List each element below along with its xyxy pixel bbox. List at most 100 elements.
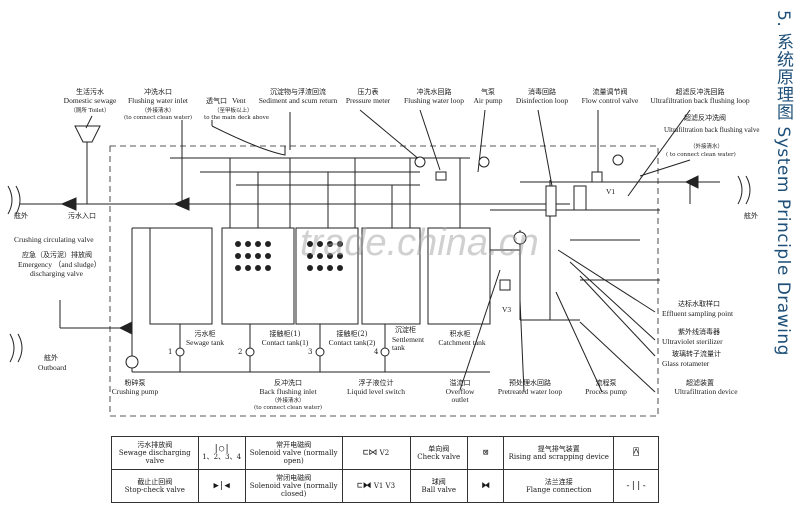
uv-sterilizer-en: Ultraviolet sterilizer	[662, 337, 723, 346]
uf-backflush-loop-zh: 超滤反冲洗回路	[675, 88, 725, 96]
pretreated-loop-en: Pretreated water loop	[497, 387, 563, 396]
v1-valve-symbol	[591, 171, 603, 183]
watermark: trade.china.cn	[300, 222, 539, 264]
liquid-level-switch-zh: 浮子液位计	[358, 379, 394, 387]
legend-cell: 常开电磁阀 Solenoid valve (normally open)	[244, 436, 343, 470]
crushing-circulating-valve: Crushing circulating valve	[14, 235, 94, 244]
outboard-top: 舷外	[14, 212, 28, 220]
uv-sterilizer-symbol	[545, 185, 557, 217]
legend-symbol-cell: ⊏⧓ V1 V3	[341, 469, 411, 503]
legend-name-zh: 单向阀	[428, 445, 450, 453]
overflow-outlet-zh: 溢流口	[449, 379, 471, 387]
valve-number-2: 2	[238, 348, 243, 356]
disinfection-loop-en: Disinfection loop	[515, 96, 569, 105]
settlement-tank-en: Settlement tank	[392, 335, 425, 352]
uf-gauge-symbol	[612, 154, 624, 166]
catchment-tank-en: Catchment tank	[438, 338, 486, 347]
legend-cell: 球阀 Ball valve	[409, 469, 468, 503]
sewage-tank-en: Sewage tank	[185, 338, 225, 347]
legend-cell: 污水排放阀 Sewage discharging valve	[111, 436, 199, 470]
vent-note-zh: （至甲板以上）	[214, 108, 253, 114]
uf-device-zh: 超滤装置	[686, 379, 714, 387]
glass-rotameter-en: Glass rotameter	[662, 359, 710, 368]
flushing-inlet-en: Flushing water inlet	[128, 96, 188, 105]
vent-note-en: to the main deck above	[204, 115, 269, 121]
sewage-inlet: 污水入口	[68, 212, 96, 220]
back-flushing-inlet-zh: 反冲洗口	[274, 379, 302, 387]
back-flushing-inlet-en: Back flushing inlet	[259, 387, 317, 396]
legend-name-en: Sewage discharging valve	[118, 449, 191, 465]
valve-number-4: 4	[374, 348, 379, 356]
outboard-right: 舷外	[744, 212, 758, 220]
pressure-meter-zh: 压力表	[357, 88, 379, 96]
solenoid-open-icon: ⊏⋈	[363, 448, 378, 458]
legend-name-en: Check valve	[417, 453, 461, 461]
process-pump-symbol	[513, 231, 527, 245]
solenoid-closed-icon: ⊏⧓	[357, 481, 372, 491]
legend-name-en: Rising and scrapping device	[508, 453, 609, 461]
legend-cell: 截止止回阀 Stop-check valve	[111, 469, 199, 503]
rising-device-icon: ⍓	[633, 448, 639, 458]
process-pump-en: Process pump	[585, 387, 627, 396]
unit-boundary	[109, 145, 659, 417]
sewage-tank-zh: 污水柜	[194, 330, 216, 338]
settlement-tank	[361, 227, 421, 325]
contact-tank-2	[295, 227, 359, 325]
pressure-gauge-symbol	[414, 156, 426, 168]
valve-number-1: 1	[168, 348, 173, 356]
uv-sterilizer-zh: 紫外线消毒器	[678, 328, 720, 336]
flange-icon: -||-	[625, 481, 647, 491]
overflow-outlet-en: Overflow outlet	[445, 387, 475, 404]
pretreated-loop-zh: 预处理水回路	[509, 379, 551, 387]
sediment-return-en: Sediment and scum return	[258, 96, 338, 105]
legend-symbol-cell: ▶|◀	[197, 469, 246, 503]
legend-name-en: Solenoid valve (normally open)	[249, 449, 338, 465]
back-flushing-note-zh: （外接清水）	[271, 398, 305, 404]
emergency-valve-en1: Emergency （and sludge）	[18, 260, 102, 269]
emergency-valve-en2: discharging valve	[30, 269, 83, 278]
flow-control-valve-zh: 流量调节阀	[592, 88, 628, 96]
legend-symbol-cell: ⧓	[466, 469, 505, 503]
flushing-inlet-note-en: (to connect clean water)	[123, 115, 193, 121]
domestic-sewage-en: Domestic sewage	[63, 96, 117, 105]
legend-name-en: Ball valve	[421, 486, 456, 494]
legend-name-zh: 常开电磁阀	[276, 441, 312, 449]
pressure-meter-en: Pressure meter	[345, 96, 391, 105]
contact-tank-2-en: Contact tank(2)	[328, 338, 376, 347]
legend-name-en: Flange connection	[525, 486, 592, 494]
back-flushing-note-en: (to connect clean water)	[253, 405, 323, 411]
legend-symbol-cell: ⊠	[466, 436, 505, 470]
legend-name-zh: 提气排气装置	[537, 445, 580, 453]
uf-device-en: Ultrafiltration device	[674, 387, 738, 396]
sewage-tank	[149, 227, 213, 325]
contact-tank-2-zh: 接触柜(2)	[336, 330, 368, 338]
flushing-loop-en: Flushing water loop	[404, 96, 464, 105]
v3-label: V3	[502, 305, 512, 314]
legend-row: 截止止回阀 Stop-check valve ▶|◀ 常闭电磁阀 Solenoi…	[111, 469, 659, 503]
legend-symbol-cell: ⍓	[613, 436, 659, 470]
v3-valve-symbol	[499, 279, 511, 291]
legend-symbol-text: V2	[379, 449, 390, 457]
uf-valve-note-en: ( to connect clean water)	[666, 152, 736, 158]
ball-valve-icon: ⧓	[481, 481, 491, 491]
legend-cell: 提气排气装置 Rising and scrapping device	[503, 436, 615, 470]
sewage-valve-icon: |○|	[213, 444, 230, 454]
sampling-point-en: Effluent sampling point	[662, 309, 734, 318]
uf-backflush-loop-en: Ultrafiltration back flushing loop	[650, 96, 750, 105]
flushing-inlet-note-zh: （外接清水）	[141, 108, 175, 114]
flushing-inlet-zh: 冲洗水口	[144, 88, 172, 96]
drawing-title: 5. 系统原理图 System Principle Drawing	[773, 10, 793, 356]
legend-cell: 单向阀 Check valve	[409, 436, 468, 470]
glass-rotameter-zh: 玻璃转子流量计	[672, 350, 721, 358]
sediment-return-zh: 沉淀物与浮渣回流	[270, 88, 326, 96]
air-pump-en: Air pump	[473, 96, 503, 105]
disinfection-unit-symbol	[573, 185, 587, 211]
flow-control-valve-en: Flow control valve	[581, 96, 639, 105]
catchment-tank-zh: 积水柜	[449, 330, 471, 338]
legend-name-zh: 球阀	[431, 478, 446, 486]
air-pump-symbol	[435, 171, 447, 181]
valve-number-3: 3	[308, 348, 313, 356]
outboard-zh: 舷外	[44, 354, 58, 362]
vent-zh: 透气口	[206, 97, 227, 105]
